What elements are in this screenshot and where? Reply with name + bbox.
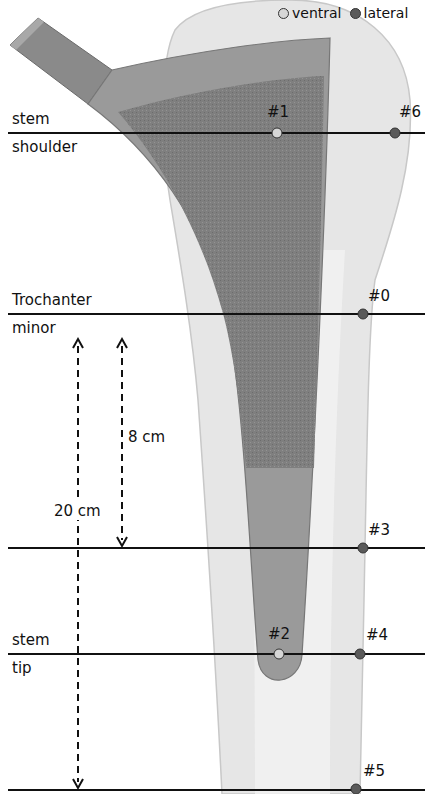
dimension-label: 20 cm [52,502,103,520]
legend-text: lateral [364,4,409,22]
level-name: stem tip [12,626,50,682]
level-name: Trochanter minor [12,286,92,342]
legend-swatch [278,8,289,19]
callout-number: #6 [399,103,421,121]
measure-points [272,128,400,794]
level-name: stem shoulder [12,105,77,161]
callout-number: #1 [267,103,289,121]
legend-swatch [350,8,361,19]
callout-number: #2 [268,625,290,643]
dimension-label: 8 cm [128,428,165,446]
callout-number: #3 [368,521,390,539]
porous-coating [118,76,324,468]
callout-number: #5 [363,762,385,780]
legend-text: ventral [292,4,342,22]
dimension-lines [78,346,122,782]
level-lines [8,133,425,790]
arrow-heads [73,339,127,788]
callout-number: #4 [366,626,388,644]
trunnion-end [10,18,44,50]
callout-number: #0 [368,287,390,305]
hip-stem [88,38,330,680]
